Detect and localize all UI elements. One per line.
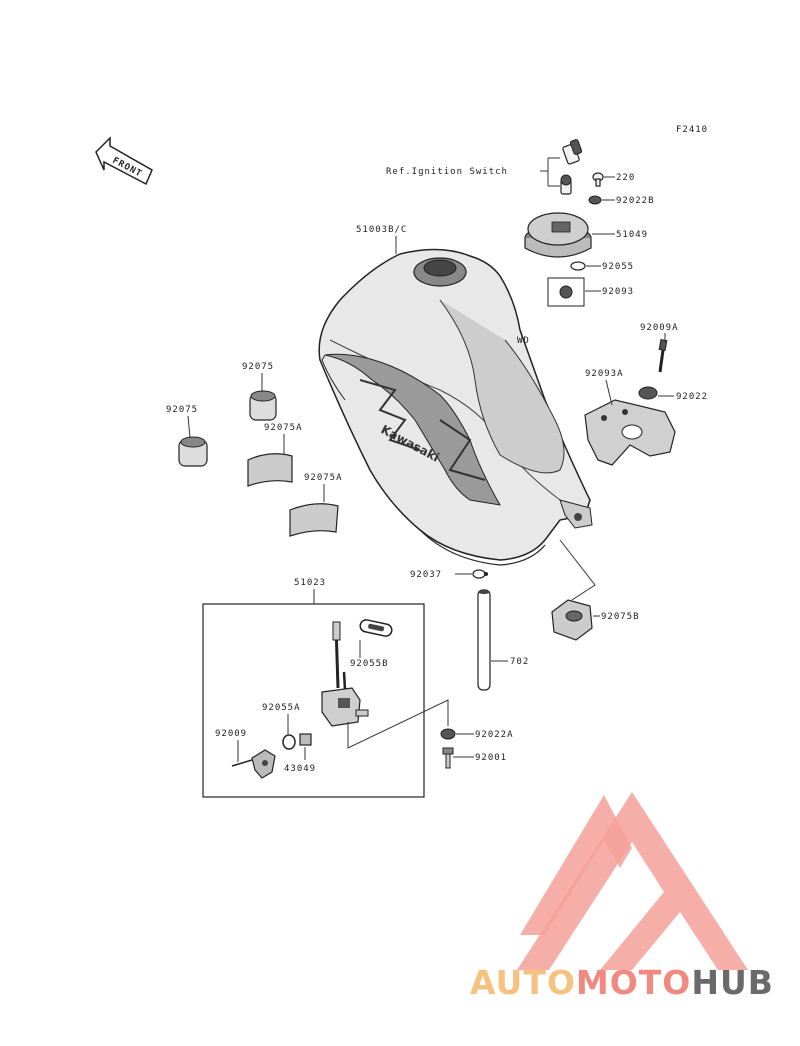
label-wd: WD xyxy=(517,336,530,346)
bolt-92009a-icon xyxy=(658,338,668,373)
damper-92075b-icon xyxy=(551,599,593,641)
bolt-92001-icon xyxy=(442,747,454,769)
collar-92022-icon xyxy=(638,386,658,400)
label-92009: 92009 xyxy=(215,729,247,739)
label-92055a: 92055A xyxy=(262,703,301,713)
label-92022a: 92022A xyxy=(475,730,514,740)
cushion-92075a-2-icon xyxy=(289,503,339,537)
screw-220-icon xyxy=(592,172,604,187)
label-51023: 51023 xyxy=(294,578,326,588)
fuel-cock-lever-icon xyxy=(251,749,276,779)
watermark-hub: HUB xyxy=(691,963,774,1002)
label-92022b: 92022B xyxy=(616,196,655,206)
label-92093a: 92093A xyxy=(585,369,624,379)
label-92075-top: 92075 xyxy=(242,362,274,372)
fuel-cock-bolt-leader xyxy=(347,699,449,749)
damper-92075-left-icon xyxy=(178,436,208,467)
fuel-tank-icon: Kawasaki xyxy=(318,248,593,566)
label-92075b: 92075B xyxy=(601,612,640,622)
label-92022: 92022 xyxy=(676,392,708,402)
bracket-92093a-icon xyxy=(584,399,676,466)
front-arrow-icon: FRONT xyxy=(95,136,153,186)
label-92075-left: 92075 xyxy=(166,405,198,415)
figure-code: F2410 xyxy=(676,125,708,135)
label-92093: 92093 xyxy=(602,287,634,297)
watermark-moto: MOTO xyxy=(576,963,691,1002)
automotohub-logo: AUTOMOTOHUB xyxy=(470,792,774,1002)
ref-ignition-switch-label: Ref.Ignition Switch xyxy=(386,167,508,177)
damper-92075b-leader xyxy=(559,539,596,601)
gasket-43049-icon xyxy=(299,733,312,746)
label-92055: 92055 xyxy=(602,262,634,272)
part-92093-icon xyxy=(559,285,573,299)
washer-92022b-icon xyxy=(588,195,602,205)
watermark-auto: AUTO xyxy=(470,963,576,1002)
petcock-assembly-box xyxy=(202,603,425,798)
cushion-92075a-1-icon xyxy=(247,453,293,487)
o-ring-92055-icon xyxy=(570,261,586,271)
o-ring-92055a-icon xyxy=(282,734,296,750)
label-92037: 92037 xyxy=(410,570,442,580)
collar-92022a-icon xyxy=(440,728,456,740)
screw-92009-icon xyxy=(231,759,253,767)
fuel-cap-icon xyxy=(524,212,592,258)
label-702: 702 xyxy=(510,657,529,667)
damper-92075-top-icon xyxy=(249,390,277,421)
label-43049: 43049 xyxy=(284,764,316,774)
clip-92037-icon xyxy=(472,569,488,579)
fuel-cock-icon xyxy=(321,621,369,727)
label-51049: 51049 xyxy=(616,230,648,240)
logo-triangle-icon xyxy=(517,792,748,970)
label-51003: 51003B/C xyxy=(356,225,407,235)
fuel-hose-702-icon xyxy=(477,589,491,691)
svg-text:AUTOMOTOHUB: AUTOMOTOHUB xyxy=(470,963,774,1002)
gasket-92055b-icon xyxy=(359,619,393,637)
label-92075a-2: 92075A xyxy=(304,473,343,483)
ignition-leader xyxy=(540,157,560,187)
label-92001: 92001 xyxy=(475,753,507,763)
label-92075a-1: 92075A xyxy=(264,423,303,433)
label-92009a: 92009A xyxy=(640,323,679,333)
label-92055b: 92055B xyxy=(350,659,389,669)
label-220: 220 xyxy=(616,173,635,183)
ignition-switch-keys xyxy=(560,139,583,195)
